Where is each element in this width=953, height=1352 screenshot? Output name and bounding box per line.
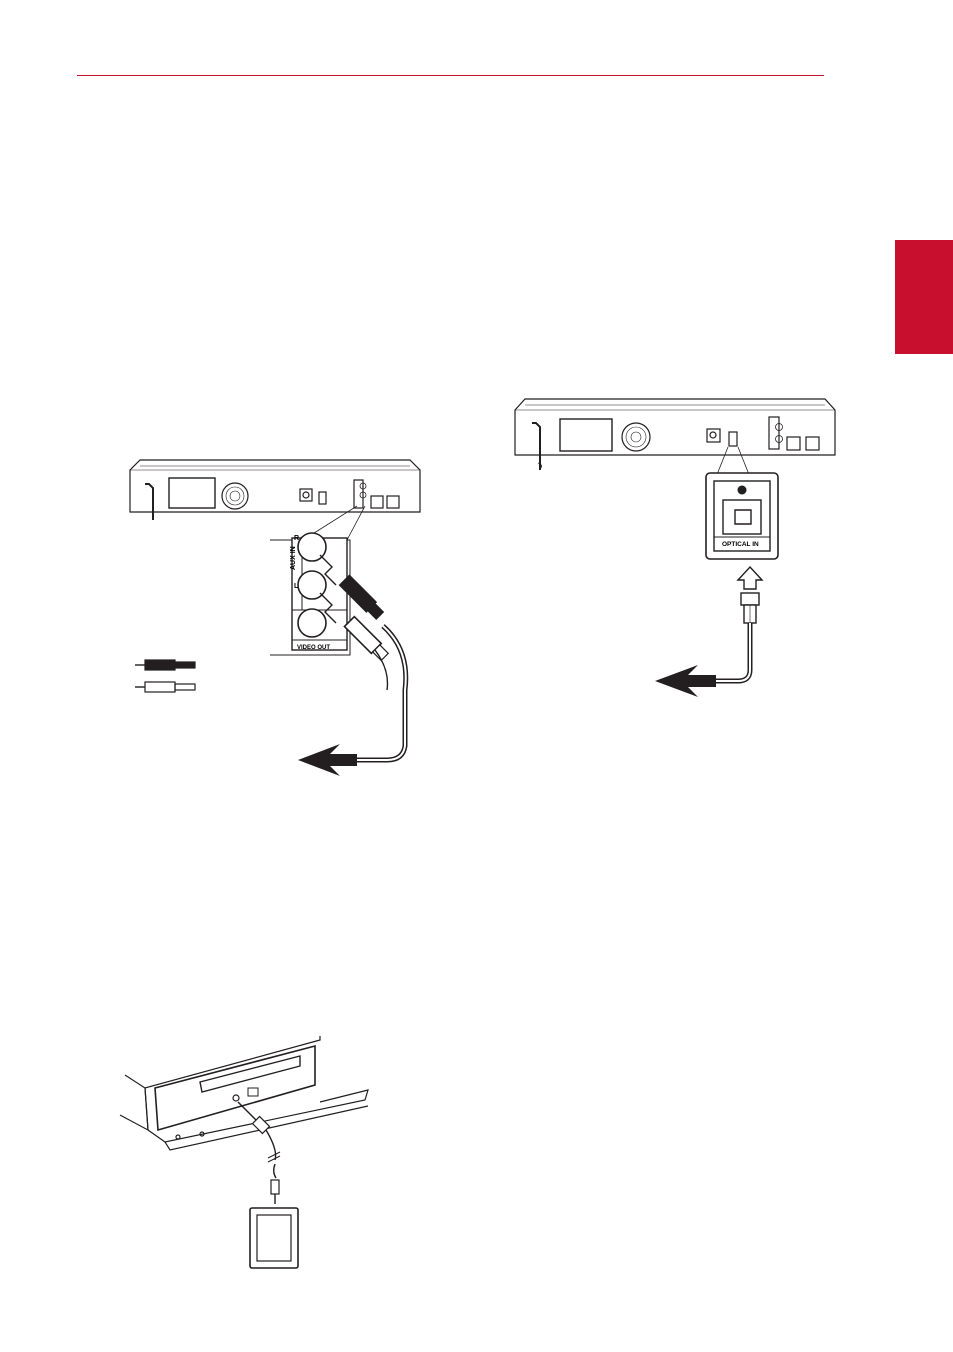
right-channel-label: R — [294, 535, 299, 542]
header-rule — [77, 75, 824, 76]
aux-in-label: AUX IN — [290, 546, 297, 570]
section-side-tab — [895, 240, 953, 354]
aux-connection-illustration: AUX IN R L VIDEO OUT — [125, 440, 425, 790]
optical-in-label: OPTICAL IN — [722, 541, 759, 548]
left-channel-label: L — [294, 583, 299, 590]
portable-in-connection-illustration — [110, 1030, 390, 1270]
video-out-label: VIDEO OUT — [297, 645, 330, 651]
optical-connection-illustration: OPTICAL IN — [510, 385, 840, 705]
